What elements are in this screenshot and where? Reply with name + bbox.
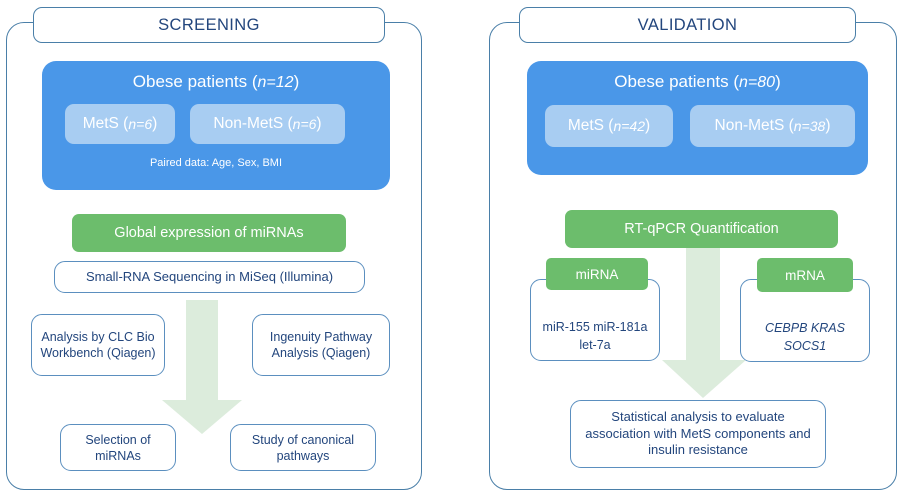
green-step-screening: Global expression of miRNAs (72, 214, 346, 252)
target-box-mrna: CEBPB KRAS SOCS1 (740, 279, 870, 362)
analysis-box-clc: Analysis by CLC Bio Workbench (Qiagen) (31, 314, 165, 376)
method-box-sequencing: Small-RNA Sequencing in MiSeq (Illumina) (54, 261, 365, 293)
subgroup-label: MetS ( (567, 117, 614, 134)
flow-arrow-screening (160, 300, 244, 436)
outcome-box-statistical-analysis: Statistical analysis to evaluate associa… (570, 400, 826, 468)
cohort-title-screening: Obese patients (n=12) (42, 72, 390, 92)
subgroup-mets-validation: MetS (n=42) (545, 105, 673, 147)
subgroup-label: MetS ( (82, 115, 129, 132)
cohort-title-close: ) (293, 72, 300, 91)
panel-title-screening: SCREENING (33, 7, 385, 43)
target-tag-mirna: miRNA (546, 258, 648, 290)
panel-title-validation: VALIDATION (519, 7, 856, 43)
subgroup-close: ) (645, 117, 651, 134)
target-tag-mrna: mRNA (757, 258, 853, 292)
flow-arrow-validation (658, 248, 750, 400)
cohort-title-close: ) (775, 72, 781, 91)
subgroup-close: ) (152, 115, 158, 132)
cohort-block-validation: Obese patients (n=80) MetS (n=42) Non-Me… (527, 61, 868, 175)
green-step-validation: RT-qPCR Quantification (565, 210, 838, 248)
outcome-box-selection-mirnas: Selection of miRNAs (60, 424, 176, 471)
subgroup-close: ) (825, 117, 831, 134)
cohort-title-validation: Obese patients (n=80) (527, 72, 868, 92)
cohort-block-screening: Obese patients (n=12) MetS (n=6) Non-Met… (42, 61, 390, 190)
target-box-mirna: miR-155 miR-181a let-7a (530, 279, 660, 361)
subgroup-label: Non-MetS ( (213, 115, 293, 132)
subgroup-non-mets-validation: Non-MetS (n=38) (690, 105, 855, 147)
cohort-title-n: n=12 (257, 74, 294, 91)
subgroup-n: n=42 (613, 118, 646, 134)
subgroup-n: n=6 (292, 116, 317, 132)
analysis-box-ingenuity: Ingenuity Pathway Analysis (Qiagen) (252, 314, 390, 376)
cohort-title-text: Obese patients ( (132, 72, 258, 91)
subgroup-mets-screening: MetS (n=6) (65, 104, 175, 144)
subgroup-label: Non-MetS ( (714, 117, 794, 134)
subgroup-non-mets-screening: Non-MetS (n=6) (190, 104, 345, 144)
cohort-title-n: n=80 (739, 74, 776, 91)
subgroup-n: n=38 (793, 118, 826, 134)
outcome-box-canonical-pathways: Study of canonical pathways (230, 424, 376, 471)
cohort-footnote-screening: Paired data: Age, Sex, BMI (149, 157, 283, 169)
cohort-title-text: Obese patients ( (614, 72, 740, 91)
subgroup-n: n=6 (128, 116, 153, 132)
subgroup-close: ) (316, 115, 322, 132)
